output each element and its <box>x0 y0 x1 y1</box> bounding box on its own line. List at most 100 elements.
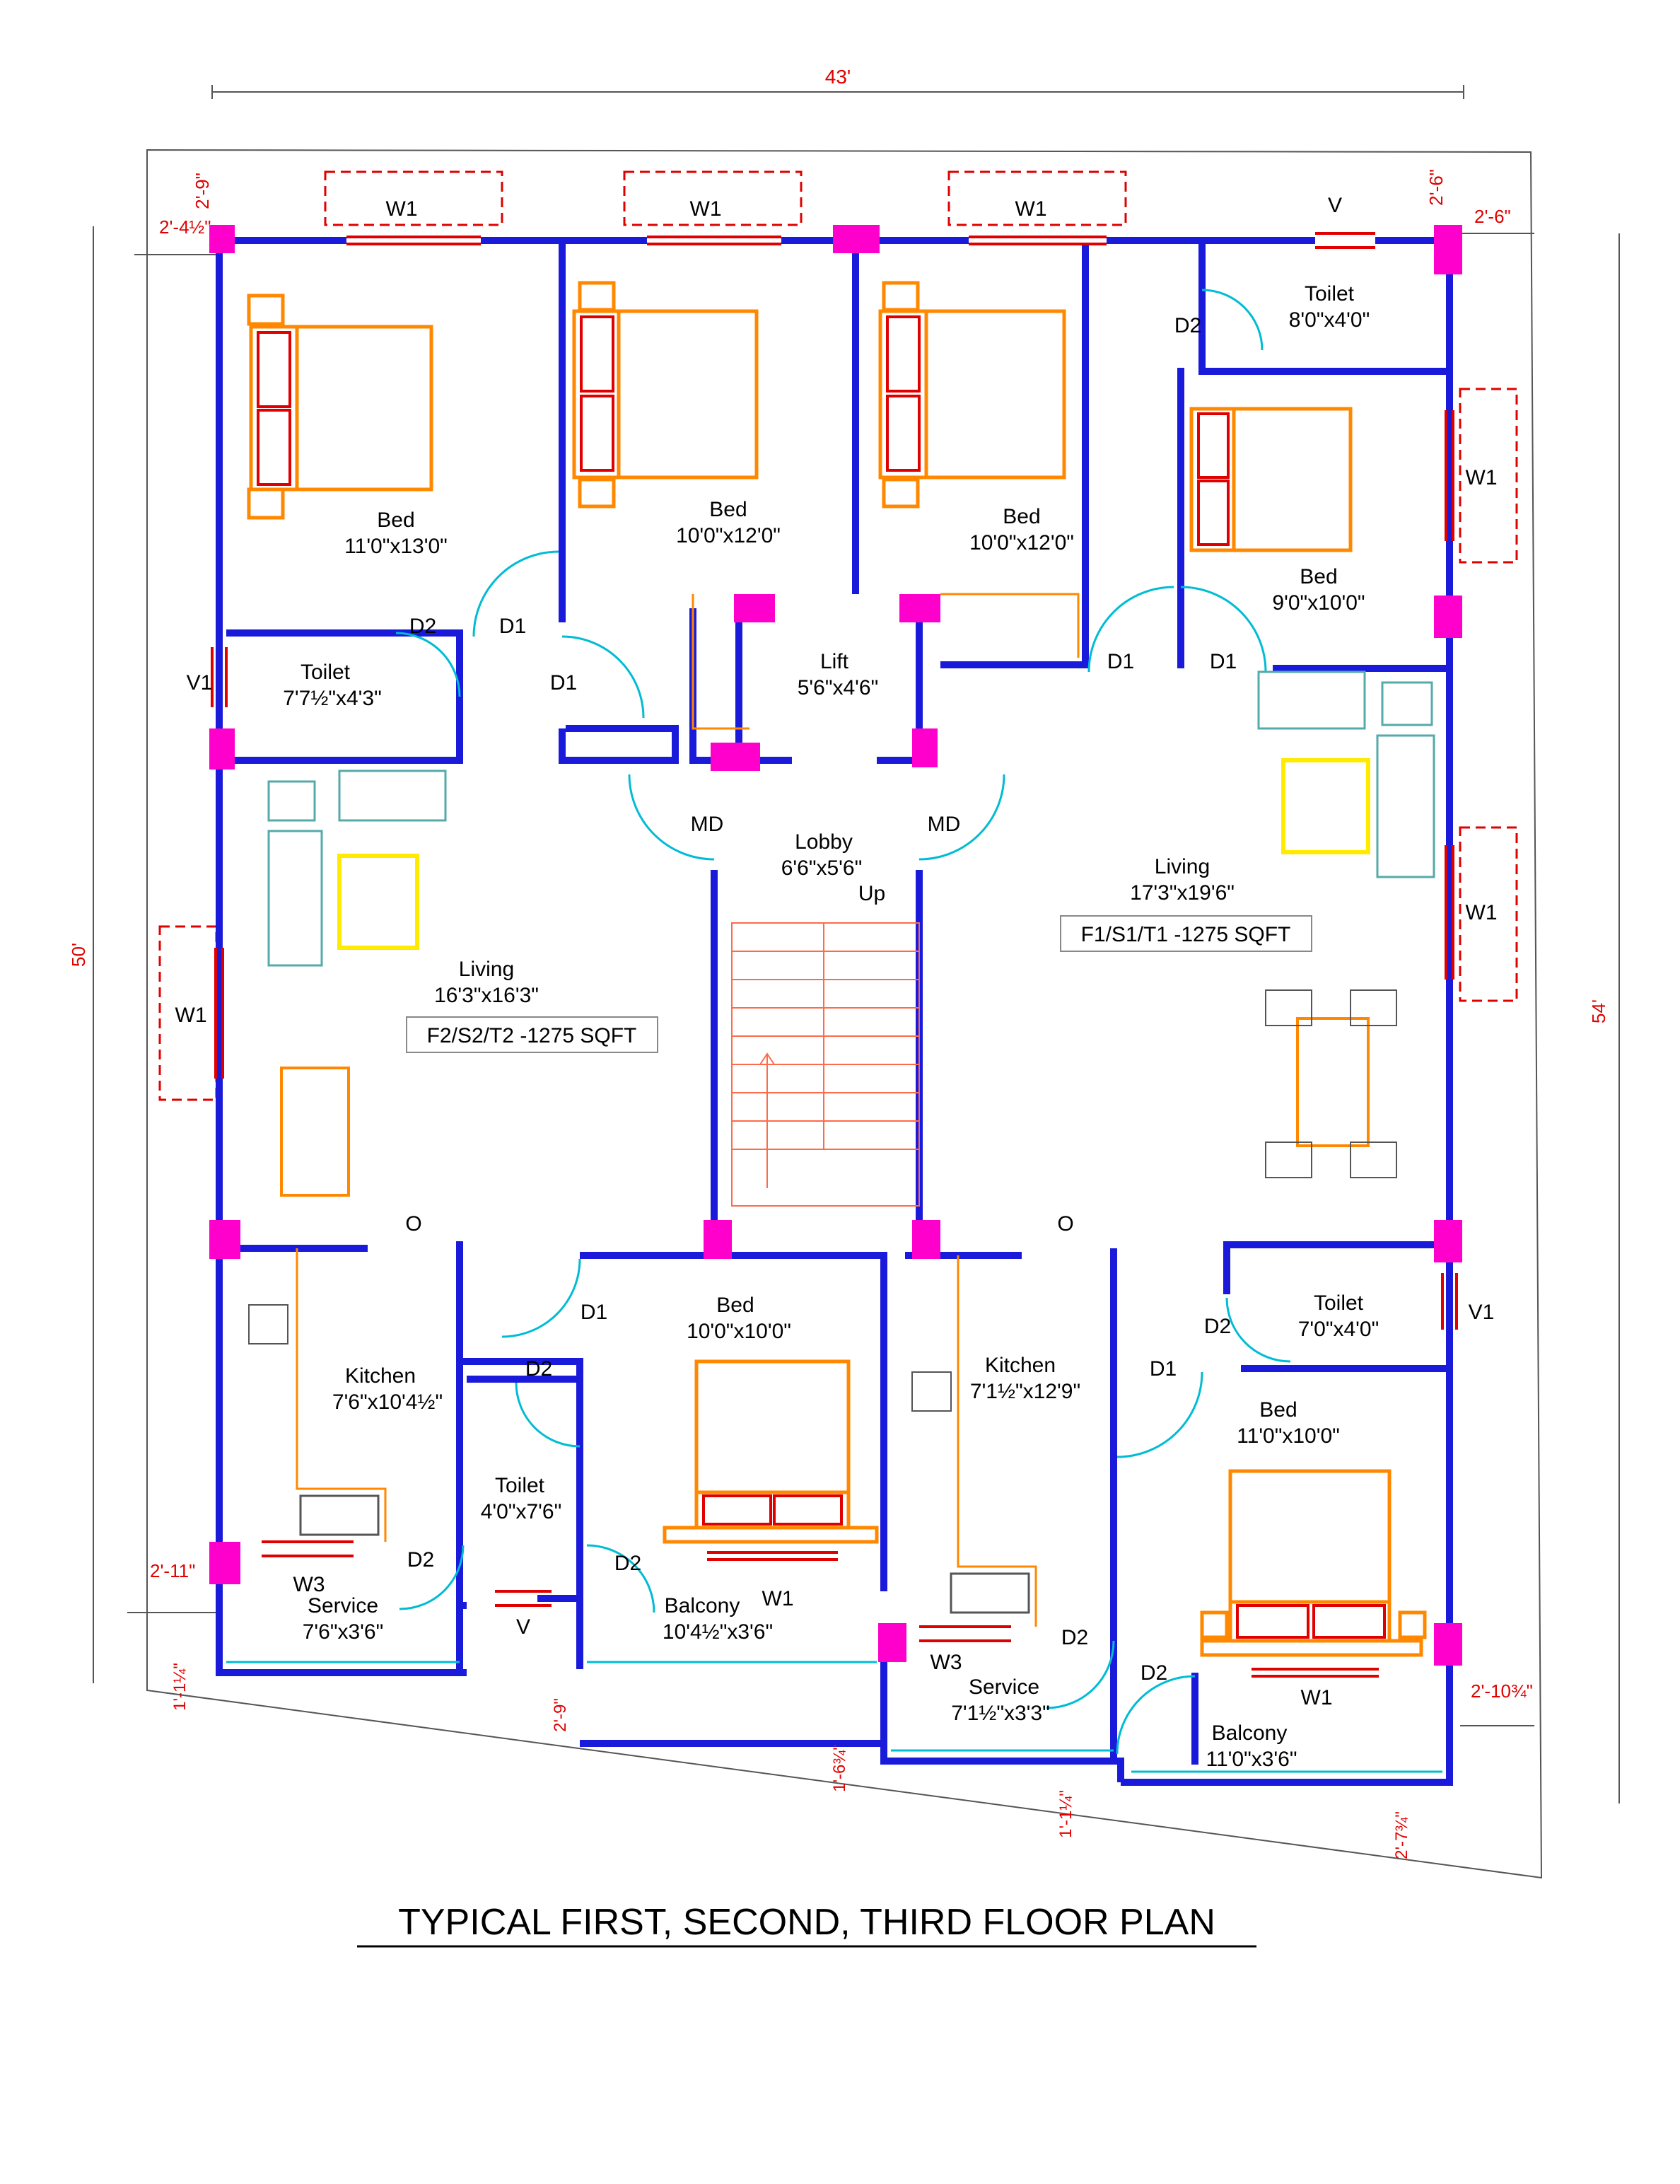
bed-furniture-n3 <box>878 281 1066 509</box>
label-w3: W3 <box>931 1651 962 1674</box>
bed-furniture-se <box>1200 1469 1427 1657</box>
room-toilet-sw-name: Toilet <box>495 1474 545 1497</box>
label-w1: W1 <box>1015 197 1047 221</box>
label-w1: W1 <box>1301 1686 1333 1709</box>
room-labels: Bed 11'0"x13'0" Bed 10'0"x12'0" Bed 10'0… <box>283 282 1379 1771</box>
dim-left-overall: 50' <box>68 943 89 967</box>
room-lobby-size: 6'6"x5'6" <box>781 856 863 880</box>
area-box-e <box>1060 915 1312 952</box>
room-kitchen-e-size: 7'1½"x12'9" <box>970 1380 1080 1403</box>
room-bed-s-size: 10'0"x10'0" <box>687 1320 791 1343</box>
room-balcony-w-name: Balcony <box>665 1594 740 1617</box>
room-kitchen-e-name: Kitchen <box>985 1354 1056 1377</box>
bed-furniture-ne <box>1189 407 1353 552</box>
label-d1: D1 <box>1150 1357 1177 1381</box>
dim-top-right-setback: 2'-6" <box>1425 169 1447 206</box>
staircase <box>731 922 920 1207</box>
room-service-e-size: 7'1½"x3'3" <box>951 1702 1050 1725</box>
room-toilet-nw-name: Toilet <box>301 661 351 684</box>
room-bed-n3-size: 10'0"x12'0" <box>969 531 1074 554</box>
room-kitchen-w-name: Kitchen <box>345 1364 416 1388</box>
room-lift-size: 5'6"x4'6" <box>798 676 879 699</box>
label-w3: W3 <box>293 1573 325 1596</box>
label-w1: W1 <box>1466 901 1498 924</box>
label-w1: W1 <box>690 197 722 221</box>
room-living-w-size: 16'3"x16'3" <box>434 984 539 1007</box>
opening-labels: W1 W1 W1 V W1 W1 W1 V1 V1 D2 D1 D1 D2 D1… <box>175 194 1498 1709</box>
label-w1: W1 <box>762 1587 794 1610</box>
room-toilet-sw-size: 4'0"x7'6" <box>481 1500 562 1523</box>
dim-top-right-side: 2'-6" <box>1474 206 1511 227</box>
room-balcony-e-size: 11'0"x3'6" <box>1206 1748 1297 1771</box>
dim-bottom-4: 1'-1¼" <box>1056 1790 1075 1838</box>
room-bed-ne-name: Bed <box>1300 565 1337 588</box>
label-d1: D1 <box>1107 650 1134 673</box>
room-kitchen-w-size: 7'6"x10'4½" <box>332 1390 443 1414</box>
room-toilet-nw-size: 7'7½"x4'3" <box>283 687 382 710</box>
room-living-e-area: F1/S1/T1 -1275 SQFT <box>1081 923 1291 946</box>
label-md: MD <box>691 813 724 836</box>
room-balcony-e-name: Balcony <box>1212 1721 1288 1745</box>
label-w1: W1 <box>1466 466 1498 489</box>
stair-up-label: Up <box>858 882 885 905</box>
kitchen-counters <box>248 593 1080 1627</box>
dimension-labels: 43' 50' 54' 2'-9" 2'-4½" 2'-6" 2'-6" 2'-… <box>68 66 1609 1859</box>
columns <box>209 225 1462 1666</box>
room-living-e-name: Living <box>1155 855 1210 878</box>
dim-right-bottom-side: 2'-10¾" <box>1471 1680 1533 1702</box>
label-o: O <box>1057 1212 1073 1236</box>
room-bed-nw-size: 11'0"x13'0" <box>344 535 448 558</box>
dim-top-overall: 43' <box>825 66 851 88</box>
room-lift-name: Lift <box>820 650 849 673</box>
room-toilet-se-name: Toilet <box>1314 1291 1364 1315</box>
room-living-w-area: F2/S2/T2 -1275 SQFT <box>427 1024 637 1047</box>
dim-top-left-setback: 2'-9" <box>192 173 213 209</box>
dim-left-bottom-side: 2'-11" <box>150 1560 195 1581</box>
beds <box>247 281 1427 1657</box>
label-d1: D1 <box>499 615 526 638</box>
room-bed-n2-size: 10'0"x12'0" <box>676 524 781 547</box>
label-d2: D2 <box>614 1552 641 1575</box>
label-d2: D2 <box>1141 1661 1167 1685</box>
area-box-w <box>406 1016 658 1053</box>
label-w1: W1 <box>386 197 418 221</box>
label-v: V <box>516 1615 530 1639</box>
room-bed-n3-name: Bed <box>1003 505 1040 528</box>
label-d2: D2 <box>1174 314 1201 337</box>
plot-boundary <box>93 85 1620 1879</box>
label-d1: D1 <box>550 671 577 695</box>
label-md: MD <box>928 813 961 836</box>
living-furniture <box>267 670 1435 1197</box>
windows <box>211 232 1458 1678</box>
room-bed-se-size: 11'0"x10'0" <box>1237 1424 1340 1448</box>
room-lobby-name: Lobby <box>795 830 853 854</box>
railings <box>226 1661 1442 1773</box>
dim-right-overall: 54' <box>1588 999 1609 1023</box>
dim-top-left-side: 2'-4½" <box>159 216 211 238</box>
label-d2: D2 <box>407 1548 434 1572</box>
label-d2: D2 <box>409 615 436 638</box>
dim-bottom-5: 2'-7¾" <box>1392 1811 1411 1859</box>
room-toilet-se-size: 7'0"x4'0" <box>1298 1318 1379 1341</box>
plan-title-text: TYPICAL FIRST, SECOND, THIRD FLOOR PLAN <box>398 1902 1215 1943</box>
room-service-e-name: Service <box>969 1675 1039 1699</box>
room-balcony-w-size: 10'4½"x3'6" <box>663 1620 773 1644</box>
label-o: O <box>405 1212 421 1236</box>
room-bed-n2-name: Bed <box>709 498 747 521</box>
room-bed-s-name: Bed <box>716 1294 754 1317</box>
room-service-w-size: 7'6"x3'6" <box>303 1620 384 1644</box>
bed-furniture-s <box>663 1359 879 1544</box>
room-living-w-name: Living <box>459 958 514 981</box>
label-v1: V1 <box>187 671 213 695</box>
room-bed-se-name: Bed <box>1259 1398 1297 1422</box>
label-d2: D2 <box>1061 1626 1088 1649</box>
plan-title: TYPICAL FIRST, SECOND, THIRD FLOOR PLAN <box>357 1902 1256 1948</box>
dim-bottom-3: 1'-6¾" <box>830 1744 849 1792</box>
dim-bottom-2: 2'-9" <box>551 1698 570 1732</box>
label-v: V <box>1328 194 1342 217</box>
walls <box>216 237 1453 1786</box>
room-living-e-size: 17'3"x19'6" <box>1130 881 1235 905</box>
dim-bottom-1: 1'-1¼" <box>170 1663 189 1711</box>
label-w1: W1 <box>175 1004 207 1027</box>
